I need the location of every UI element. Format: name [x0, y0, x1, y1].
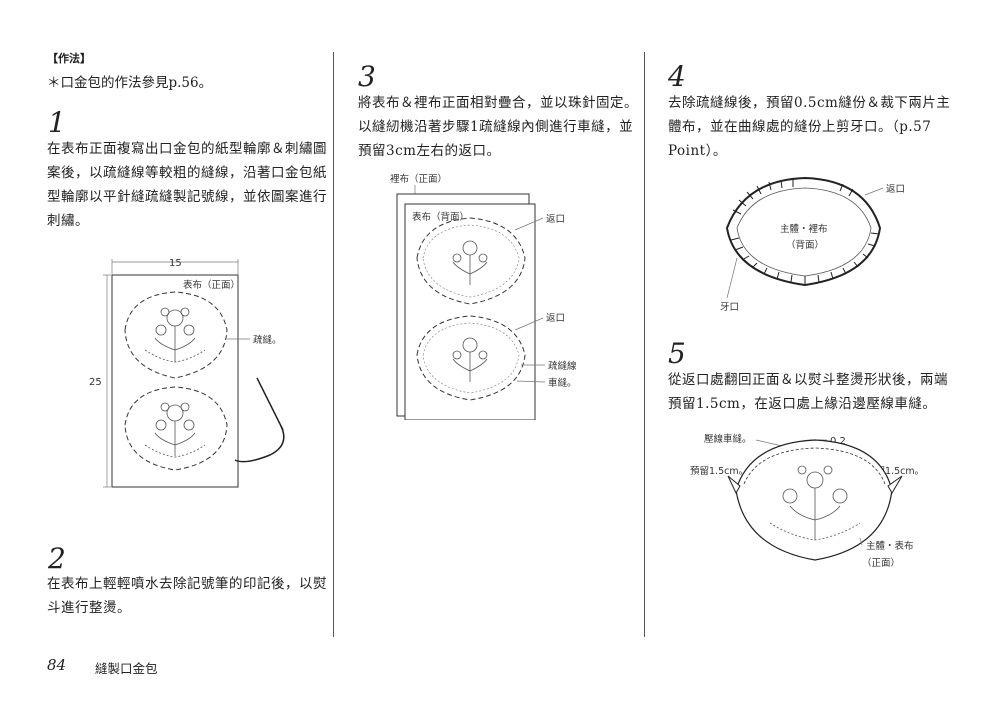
- step-2-number: 2: [48, 542, 66, 575]
- lining-label: 裡布（正面）: [390, 173, 447, 185]
- section-heading: 【作法】: [47, 52, 91, 65]
- column-divider-1: [333, 52, 334, 637]
- figure-3-layered-fabric: 裡布（正面） 表布（背面） 返口 返口 疏縫線 車縫。: [390, 173, 577, 420]
- basting-label: 疏縫。: [253, 334, 282, 346]
- step-4-number: 4: [668, 60, 686, 93]
- text-line: 從返口處翻回正面＆以熨斗整燙形狀後，兩端: [668, 372, 948, 388]
- opening-label-1: 返口: [546, 213, 565, 225]
- fig5-body-label-1: 主體・表布: [866, 540, 914, 552]
- text-line: 體布，並在曲線處的縫份上剪牙口。（p.57: [668, 119, 932, 135]
- column-divider-2: [644, 52, 645, 637]
- opening-label-2: 返口: [546, 312, 565, 324]
- step-3-text: 將表布＆裡布正面相對疊合，並以珠針固定。 以縫紉機沿著步驟1疏縫線內側進行車縫，…: [358, 91, 638, 163]
- step-2-text: 在表布上輕輕噴水去除記號筆的印記後，以熨 斗進行整燙。: [47, 572, 327, 620]
- outer-label: 表布（背面）: [412, 211, 469, 223]
- text-line: 預留3cm左右的返口。: [358, 143, 501, 159]
- fabric-label: 表布（正面）: [183, 279, 240, 291]
- figure-1-embroidery-pattern: 15 25 表布（正面） 疏縫。: [89, 258, 285, 488]
- body-label-2: （背面）: [786, 239, 824, 251]
- reference-note: ＊口金包的作法參見p.56。: [47, 75, 213, 91]
- fig5-body-label-2: （正面）: [862, 557, 900, 569]
- page-number: 84: [47, 656, 67, 674]
- step-5-number: 5: [668, 337, 686, 370]
- height-label: 25: [89, 377, 102, 388]
- text-line: 將表布＆裡布正面相對疊合，並以珠針固定。: [358, 95, 638, 111]
- step-1-number: 1: [48, 106, 66, 139]
- step-4-text: 去除疏縫線後，預留0.5cm縫份＆裁下兩片主 體布，並在曲線處的縫份上剪牙口。（…: [668, 91, 958, 163]
- text-line: Point）。: [668, 143, 727, 159]
- figure-5-topstitch: 壓線車縫。 0.2 預留1.5cm。 預留1.5cm。 主體・表布 （正面）: [690, 433, 924, 569]
- basting-line-label: 疏縫線: [548, 360, 577, 372]
- text-line: 刺繡。: [47, 213, 89, 229]
- left-margin-label: 預留1.5cm。: [690, 465, 748, 477]
- text-line: 預留1.5cm，在返口處上緣沿邊壓線車縫。: [668, 396, 937, 412]
- footer-title: 縫製口金包: [95, 661, 158, 676]
- text-line: 案後，以疏縫線等較粗的縫線，沿著口金包紙: [47, 165, 327, 181]
- text-line: 斗進行整燙。: [47, 600, 131, 616]
- text-line: 型輪廓以平針縫疏縫製記號線，並依圖案進行: [47, 189, 327, 205]
- text-line: 去除疏縫線後，預留0.5cm縫份＆裁下兩片主: [668, 95, 951, 111]
- topstitch-label: 壓線車縫。: [704, 433, 752, 445]
- notch-label: 牙口: [720, 302, 739, 313]
- figure-4-cut-body: 返口 主體・裡布 （背面） 牙口: [720, 176, 905, 313]
- step-3-number: 3: [358, 60, 376, 93]
- sewing-label: 車縫。: [548, 377, 577, 389]
- text-line: 在表布正面複寫出口金包的紙型輪廓＆刺繡圖: [47, 141, 327, 157]
- opening-label: 返口: [886, 183, 905, 195]
- step-5-text: 從返口處翻回正面＆以熨斗整燙形狀後，兩端 預留1.5cm，在返口處上緣沿邊壓線車…: [668, 368, 958, 416]
- body-label-1: 主體・裡布: [780, 223, 828, 235]
- step-1-text: 在表布正面複寫出口金包的紙型輪廓＆刺繡圖 案後，以疏縫線等較粗的縫線，沿著口金包…: [47, 137, 327, 233]
- value-label: 0.2: [830, 436, 846, 447]
- text-line: 在表布上輕輕噴水去除記號筆的印記後，以熨: [47, 576, 327, 592]
- text-line: 以縫紉機沿著步驟1疏縫線內側進行車縫，並: [358, 119, 634, 135]
- width-label: 15: [169, 258, 182, 269]
